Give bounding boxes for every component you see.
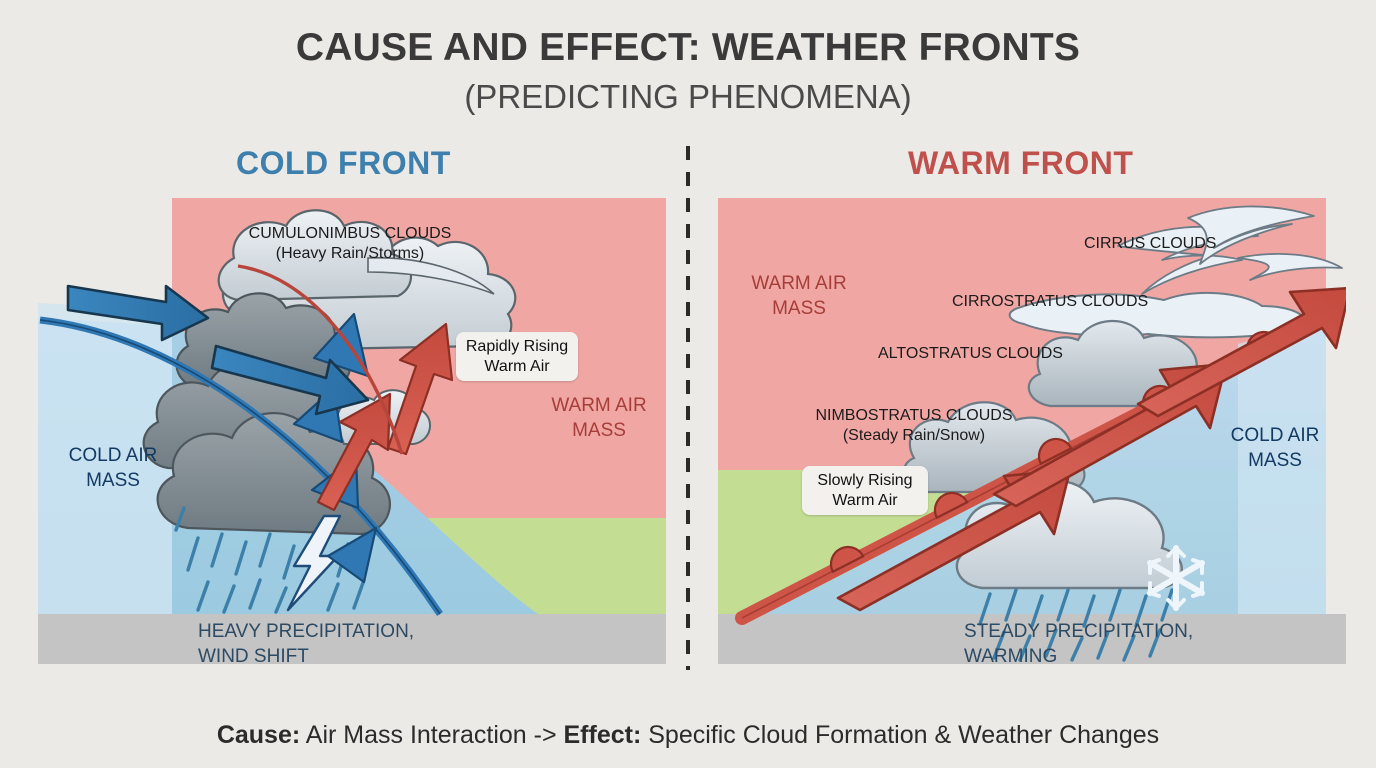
warm-front-heading: WARM FRONT [908, 145, 1134, 181]
cold-panel-effect-label: HEAVY PRECIPITATION, WIND SHIFT [198, 621, 415, 664]
nimbostratus-clouds-label: NIMBOSTRATUS CLOUDS (Steady Rain/Snow) [815, 407, 1013, 444]
slowly-rising-warm-air-callout: Slowly Rising Warm Air [802, 466, 928, 516]
blue-wind-arrow-icon [66, 284, 370, 416]
warm-panel-cold-air-mass-label: COLD AIR MASS [1230, 425, 1320, 471]
cirrostratus-clouds-label: CIRROSTRATUS CLOUDS [952, 293, 1149, 310]
page-title: CAUSE AND EFFECT: WEATHER FRONTS [295, 26, 1081, 69]
rain-streaks-icon [978, 588, 1174, 662]
red-rising-arrow-icon [836, 286, 1346, 612]
red-rising-arrow-icon [316, 322, 454, 512]
cold-panel-cold-air-mass-label: COLD AIR MASS [68, 445, 158, 491]
cold-front-scene [38, 198, 666, 664]
cold-front-boundary-outline [39, 319, 441, 615]
lightning-bolt-icon [286, 514, 342, 612]
caption-effect-text: Specific Cloud Formation & Weather Chang… [641, 721, 1160, 749]
rapidly-rising-warm-air-callout: Rapidly Rising Warm Air [456, 332, 578, 382]
cold-front-panel: CUMULONIMBUS CLOUDS (Heavy Rain/Storms) … [38, 198, 666, 664]
caption-cause-label: Cause: [216, 721, 301, 749]
warm-air-flow-line [237, 264, 404, 455]
caption-cause-text: Air Mass Interaction -> [300, 721, 564, 749]
altostratus-cloud-icon [1027, 319, 1213, 408]
caption: Cause: Air Mass Interaction -> Effect: S… [0, 721, 1376, 750]
warm-front-scene [718, 198, 1346, 664]
snowflake-icon [1147, 545, 1205, 611]
cirrus-wisp-icon [1117, 205, 1343, 295]
cold-air-faceplate [38, 303, 172, 614]
ground-strip [38, 614, 666, 664]
cold-panel-warm-air-mass-label: WARM AIR MASS [551, 395, 647, 441]
altostratus-clouds-label: ALTOSTRATUS CLOUDS [878, 345, 1063, 362]
cirrus-clouds-label: CIRRUS CLOUDS [1084, 235, 1217, 252]
cold-front-heading: COLD FRONT [236, 145, 451, 181]
page-subtitle: (PREDICTING PHENOMENA) [464, 78, 912, 115]
warm-panel-warm-air-mass-label: WARM AIR MASS [751, 273, 847, 319]
panel-divider [686, 146, 690, 670]
cold-air-faceplate [1238, 318, 1326, 614]
warm-front-panel: CIRRUS CLOUDS CIRROSTRATUS CLOUDS ALTOST… [718, 198, 1346, 664]
warm-panel-effect-label: STEADY PRECIPITATION, WARMING [964, 621, 1194, 664]
caption-effect-label: Effect: [563, 721, 642, 749]
cumulonimbus-label: CUMULONIMBUS CLOUDS (Heavy Rain/Storms) [248, 225, 452, 262]
